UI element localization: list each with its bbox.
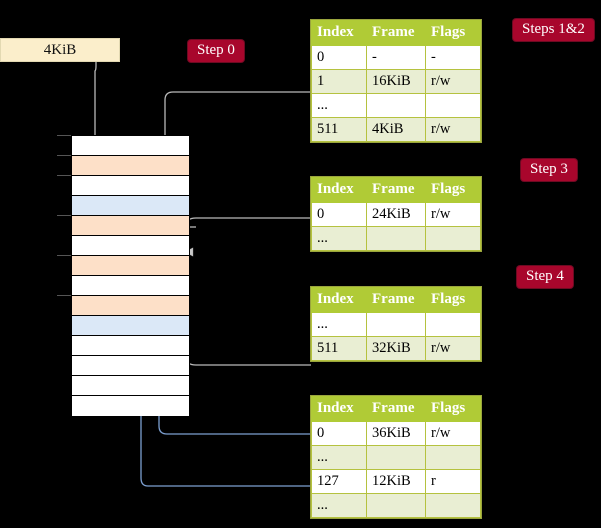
memory-frame-row (72, 216, 189, 236)
virtual-address-box: 4KiB (0, 38, 120, 62)
table-row: ... (311, 225, 481, 251)
table-row: ... (311, 492, 481, 518)
table-cell-index: ... (311, 311, 367, 337)
memory-frame-row (72, 196, 189, 216)
table-cell-frame: 4KiB (366, 116, 426, 142)
table-cell-frame (366, 311, 426, 337)
column-header-flags: Flags (425, 20, 481, 46)
table-cell-flags: r/w (425, 335, 481, 361)
table-cell-index: 0 (311, 44, 367, 70)
table-cell-frame (366, 225, 426, 251)
memory-row-tick (57, 135, 71, 136)
memory-frame-row (72, 296, 189, 316)
table-cell-frame: 36KiB (366, 420, 426, 446)
virtual-address-label: 4KiB (43, 41, 77, 58)
column-header-frame: Frame (366, 287, 426, 313)
table-cell-flags: - (425, 44, 481, 70)
column-header-frame: Frame (366, 20, 426, 46)
column-header-flags: Flags (425, 287, 481, 313)
memory-frame-row (72, 316, 189, 336)
column-header-frame: Frame (366, 396, 426, 422)
table-cell-flags: r/w (425, 420, 481, 446)
badge-steps12: Steps 1&2 (513, 19, 594, 41)
wire-table3-to-memory (186, 217, 311, 252)
table-cell-flags (425, 92, 481, 118)
table-row: ... (311, 444, 481, 470)
wire-table2-to-memory (186, 275, 311, 366)
memory-frame-row (72, 336, 189, 356)
memory-frame-row (72, 356, 189, 376)
table-cell-frame (366, 92, 426, 118)
table-cell-index: 511 (311, 335, 367, 361)
table-cell-frame (366, 492, 426, 518)
table-cell-flags (425, 225, 481, 251)
table-cell-index: 1 (311, 68, 367, 94)
memory-frame-row (72, 376, 189, 396)
table-cell-flags: r (425, 468, 481, 494)
badge-step4: Step 4 (517, 266, 573, 288)
column-header-flags: Flags (425, 177, 481, 203)
table-cell-frame: - (366, 44, 426, 70)
table-row: ... (311, 311, 481, 337)
badge-step3: Step 3 (521, 159, 577, 181)
table-cell-index: ... (311, 444, 367, 470)
table-cell-frame (366, 444, 426, 470)
column-header-index: Index (311, 287, 367, 313)
table-cell-flags: r/w (425, 201, 481, 227)
memory-row-tick (57, 255, 71, 256)
memory-row-tick (57, 295, 71, 296)
memory-row-tick (57, 175, 71, 176)
badge-step0: Step 0 (188, 40, 244, 62)
table-cell-index: 0 (311, 201, 367, 227)
memory-row-tick (57, 155, 71, 156)
table-cell-flags: r/w (425, 116, 481, 142)
column-header-index: Index (311, 177, 367, 203)
memory-frame-row (72, 236, 189, 256)
table-cell-flags: r/w (425, 68, 481, 94)
memory-frame-row (72, 276, 189, 296)
table-cell-index: 127 (311, 468, 367, 494)
column-header-flags: Flags (425, 396, 481, 422)
memory-frame-row (72, 256, 189, 276)
table-cell-flags (425, 444, 481, 470)
memory-frame-row (72, 156, 189, 176)
memory-frame-row (72, 396, 189, 416)
column-header-frame: Frame (366, 177, 426, 203)
table-cell-frame: 16KiB (366, 68, 426, 94)
table-row: 0-- (311, 44, 481, 70)
memory-row-tick (57, 215, 71, 216)
table-cell-index: 511 (311, 116, 367, 142)
table-cell-frame: 24KiB (366, 201, 426, 227)
table-cell-index: ... (311, 492, 367, 518)
column-header-index: Index (311, 396, 367, 422)
memory-frame-row (72, 176, 189, 196)
table-cell-index: ... (311, 225, 367, 251)
table-cell-index: ... (311, 92, 367, 118)
table-cell-index: 0 (311, 420, 367, 446)
memory-frame-row (72, 136, 189, 156)
table-row: ... (311, 92, 481, 118)
table-cell-frame: 32KiB (366, 335, 426, 361)
table-cell-flags (425, 311, 481, 337)
column-header-index: Index (311, 20, 367, 46)
table-cell-flags (425, 492, 481, 518)
table-cell-frame: 12KiB (366, 468, 426, 494)
physical-memory-column (71, 135, 190, 416)
